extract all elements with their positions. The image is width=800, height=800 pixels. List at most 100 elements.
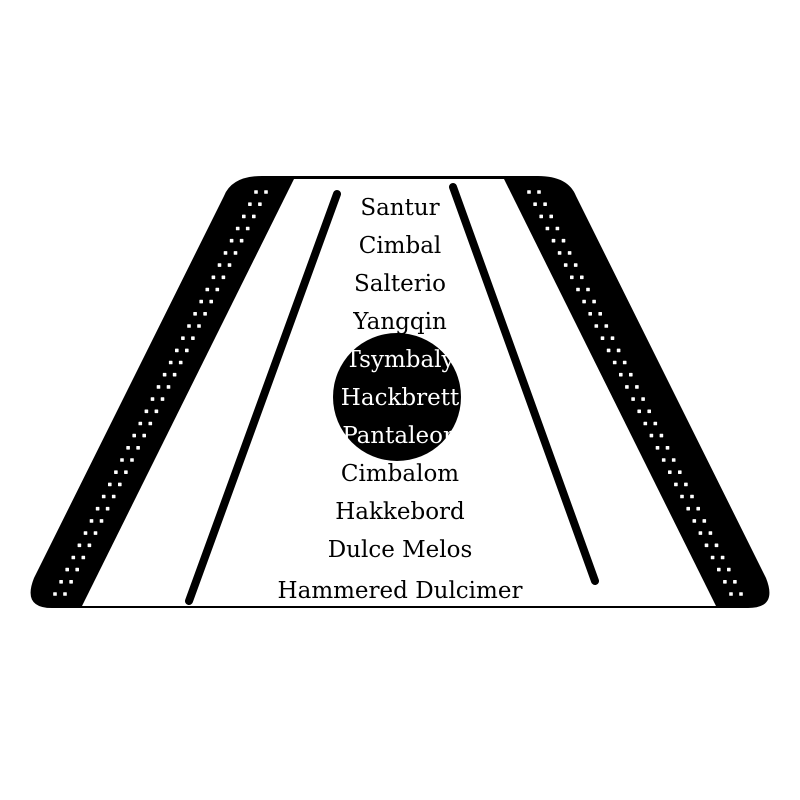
tuning-pin (217, 263, 222, 267)
tuning-pin (191, 336, 195, 340)
tuning-pin (537, 190, 541, 194)
tuning-pin (111, 494, 116, 499)
tuning-pin (729, 592, 733, 596)
name-label: Yangqin (352, 309, 447, 335)
tuning-pin (99, 519, 104, 523)
tuning-pin (637, 409, 641, 414)
tuning-pin (659, 433, 664, 438)
tuning-pin (160, 397, 165, 401)
tuning-pin (733, 580, 737, 584)
tuning-pin (81, 555, 86, 560)
tuning-pin (148, 421, 153, 426)
tuning-pin (619, 372, 623, 377)
tuning-pin (643, 421, 648, 426)
tuning-pin (629, 372, 633, 377)
tuning-pin (187, 324, 191, 328)
tuning-pin (641, 397, 645, 401)
tuning-pin (168, 360, 173, 365)
tuning-pin (258, 202, 262, 206)
tuning-pin (138, 421, 143, 426)
tuning-pin (692, 519, 697, 523)
tuning-pin (108, 482, 112, 487)
tuning-pin (150, 397, 155, 401)
tuning-pin (606, 348, 611, 353)
tuning-pin (59, 580, 63, 584)
tuning-pin (723, 580, 727, 584)
tuning-pin (93, 531, 98, 535)
tuning-pin (227, 263, 232, 267)
tuning-pin (551, 238, 556, 243)
name-label: Tsymbaly (345, 347, 454, 373)
tuning-pin (63, 592, 67, 596)
tuning-pin (193, 312, 197, 316)
tuning-pin (77, 543, 82, 548)
tuning-pin (649, 433, 654, 438)
tuning-pin (598, 312, 602, 316)
tuning-pin (622, 360, 627, 365)
tuning-pin (533, 202, 537, 206)
tuning-pin (612, 360, 617, 365)
tuning-pin (101, 494, 106, 499)
tuning-pin (684, 482, 688, 487)
right-tuning-pins (527, 190, 743, 596)
tuning-pin (674, 482, 678, 487)
tuning-pin (739, 592, 743, 596)
tuning-pin (543, 202, 547, 206)
tuning-pin (114, 470, 118, 474)
tuning-pin (563, 263, 568, 267)
tuning-pin (690, 494, 694, 499)
tuning-pin (53, 592, 57, 596)
tuning-pin (576, 287, 580, 292)
tuning-pin (580, 275, 584, 280)
name-label: Salterio (354, 271, 446, 297)
tuning-pin (631, 397, 635, 401)
tuning-pin (89, 519, 94, 523)
tuning-pin (708, 531, 713, 535)
tuning-pin (229, 238, 234, 243)
tuning-pin (698, 531, 703, 535)
tuning-pin (570, 275, 574, 280)
tuning-pin (199, 299, 203, 304)
tuning-pin (105, 506, 110, 511)
tuning-pin (175, 348, 179, 353)
tuning-pin (668, 470, 672, 474)
tuning-pin (245, 226, 250, 231)
name-label: Cimbal (359, 233, 442, 259)
tuning-pin (717, 567, 721, 572)
left-tuning-pins (53, 190, 268, 596)
tuning-pin (144, 409, 149, 414)
tuning-pin (178, 360, 183, 365)
tuning-pin (65, 567, 69, 572)
tuning-pin (665, 446, 670, 450)
tuning-pin (527, 190, 531, 194)
sound-hole (333, 333, 461, 461)
tuning-pin (549, 214, 553, 219)
tuning-pin (604, 324, 609, 328)
tuning-pin (610, 336, 615, 340)
tuning-pin (680, 494, 684, 499)
tuning-pin (586, 287, 590, 292)
tuning-pin (635, 385, 639, 389)
tuning-pin (166, 385, 171, 389)
tuning-pin (71, 555, 76, 560)
tuning-pin (592, 299, 596, 304)
tuning-pin (254, 190, 258, 194)
name-label: Cimbalom (341, 461, 459, 487)
tuning-pin (248, 202, 252, 206)
tuning-pin (132, 433, 136, 438)
tuning-pin (702, 519, 707, 523)
tuning-pin (233, 251, 238, 255)
tuning-pin (221, 275, 226, 280)
tuning-pin (653, 421, 658, 426)
tuning-pin (555, 226, 560, 231)
tuning-pin (567, 251, 572, 255)
tuning-pin (136, 446, 140, 450)
tuning-pin (211, 275, 216, 280)
tuning-pin (118, 482, 122, 487)
tuning-pin (239, 238, 244, 243)
tuning-pin (185, 348, 189, 353)
name-label: Pantaleon (342, 423, 458, 449)
tuning-pin (215, 287, 220, 292)
tuning-pin (95, 506, 100, 511)
